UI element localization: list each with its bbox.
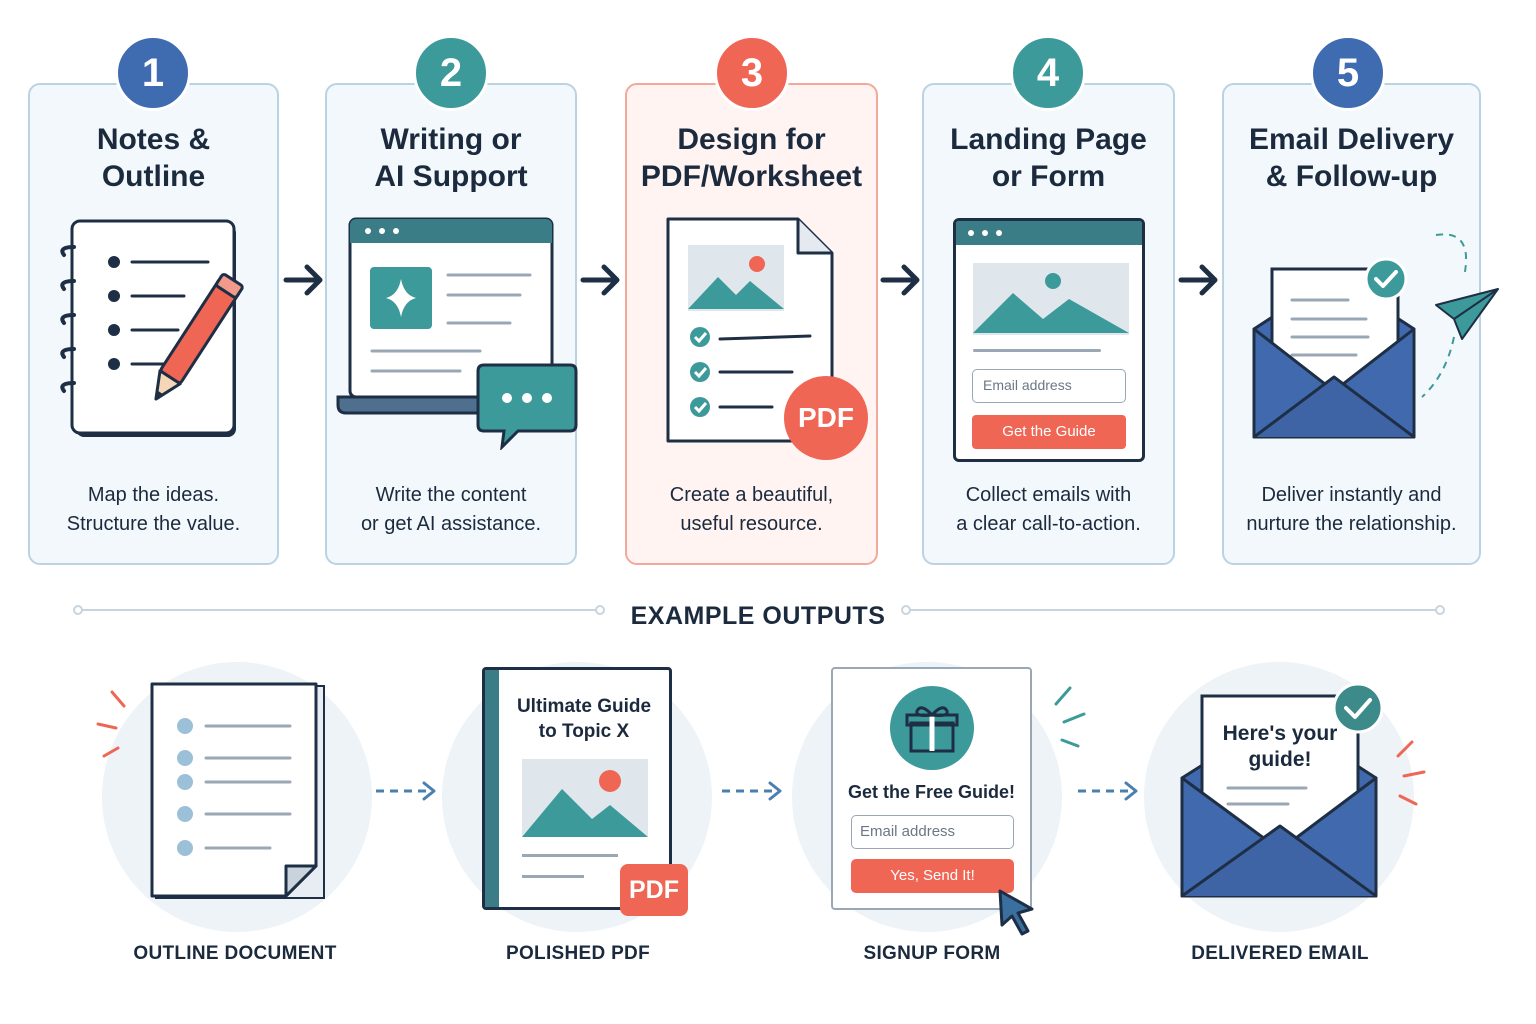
image-placeholder-icon	[522, 759, 648, 837]
step-number-badge: 2	[413, 35, 489, 111]
step-card-1: Notes & Outline Map the ideas. Structure…	[28, 83, 279, 565]
outline-document-icon	[96, 682, 325, 899]
arrow-right-icon	[880, 264, 920, 296]
step-description: Map the ideas. Structure the value.	[66, 484, 241, 535]
step-number-badge: 3	[714, 35, 790, 111]
example-label: OUTLINE DOCUMENT	[133, 943, 337, 964]
get-guide-button[interactable]: Get the Guide	[972, 415, 1126, 449]
dashed-arrow-icon	[376, 781, 436, 801]
pdf-badge: PDF	[620, 864, 688, 916]
arrow-right-icon	[1178, 264, 1218, 296]
step-number-badge: 4	[1010, 35, 1086, 111]
step-title: Design for PDF/Worksheet	[640, 123, 863, 193]
step-title: Notes & Outline	[96, 123, 211, 193]
signup-form-card: Get the Free Guide! Email address Yes, S…	[831, 667, 1032, 910]
example-label: DELIVERED EMAIL	[1191, 943, 1369, 964]
arrow-right-icon	[580, 264, 620, 296]
step-number-badge: 1	[115, 35, 191, 111]
email-message-line2: guide!	[1248, 748, 1312, 771]
email-message-line1: Here's your	[1222, 722, 1338, 745]
dashed-arrow-icon	[722, 781, 782, 801]
examples-heading: EXAMPLE OUTPUTS	[630, 602, 886, 630]
step-title: Writing or AI Support	[374, 123, 528, 193]
example-label: SIGNUP FORM	[863, 943, 1001, 964]
example-label: POLISHED PDF	[505, 943, 650, 964]
email-field[interactable]: Email address	[972, 369, 1126, 403]
form-heading: Get the Free Guide!	[847, 782, 1016, 802]
step-description: Write the content or get AI assistance.	[360, 484, 542, 535]
send-button[interactable]: Yes, Send It!	[851, 859, 1014, 893]
cursor-icon	[998, 889, 1034, 936]
pdf-badge: PDF	[784, 376, 868, 460]
dashed-arrow-icon	[1078, 781, 1138, 801]
cover-title-line2: to Topic X	[538, 721, 630, 742]
laptop-ai-icon	[336, 217, 578, 450]
step-description: Create a beautiful, useful resource.	[669, 484, 834, 535]
image-placeholder-icon	[973, 263, 1129, 335]
step-description: Collect emails with a clear call-to-acti…	[956, 484, 1141, 535]
step-number-badge: 5	[1310, 35, 1386, 111]
step-title: Landing Page or Form	[950, 123, 1147, 193]
notebook-icon	[60, 219, 244, 437]
arrow-right-icon	[283, 264, 323, 296]
pdf-document-icon	[666, 217, 834, 443]
step-description: Deliver instantly and nurture the relati…	[1246, 484, 1457, 535]
step-title: Email Delivery & Follow-up	[1248, 123, 1455, 193]
sparkle-lines-icon	[1054, 686, 1086, 748]
email-input[interactable]: Email address	[851, 815, 1014, 849]
window-dots-icon	[968, 230, 1002, 236]
email-envelope-icon	[1252, 233, 1499, 439]
divider-line	[73, 605, 1445, 615]
cover-title-line1: Ultimate Guide	[516, 696, 652, 717]
landing-page-window: Email address Get the Guide	[953, 218, 1145, 462]
gift-icon	[890, 686, 974, 770]
delivered-envelope-icon	[1180, 682, 1426, 898]
